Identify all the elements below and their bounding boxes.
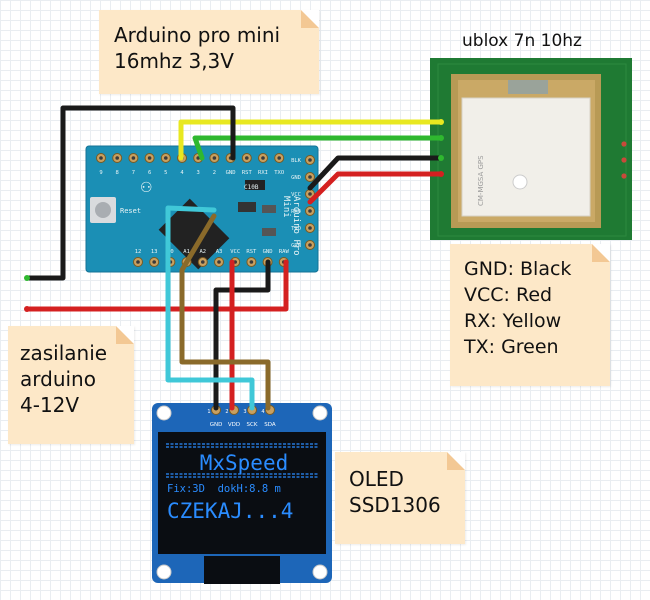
pin-label: RXI [258, 170, 268, 176]
wire-gps-vcc [307, 171, 444, 205]
pin-label: GND [263, 249, 273, 255]
pin-label: VCC [291, 192, 301, 198]
pin-label: RST [246, 249, 257, 255]
pin-hole [308, 226, 312, 230]
pin-label: GND [210, 422, 223, 428]
pin-hole [308, 192, 312, 196]
pin-label: VCC [230, 249, 240, 255]
note-line: 4-12V [20, 393, 80, 417]
pin-label: 9 [99, 170, 102, 176]
pin-label: VDD [228, 422, 240, 428]
gps-module[interactable]: CM-MGSA GPS [430, 58, 632, 240]
note-line: Arduino pro mini [114, 23, 281, 47]
wires [24, 105, 444, 411]
pin-hole [147, 156, 152, 160]
pin-hole [99, 156, 103, 160]
pin-label: RAW [279, 249, 290, 255]
note-line: 16mhz 3,3V [114, 49, 234, 73]
pin-number: 1 [207, 409, 210, 415]
pin-label: BLK [291, 158, 302, 164]
pin-label: 6 [148, 170, 151, 176]
pin-label: TXO [274, 170, 284, 176]
pin-number: 2 [225, 409, 228, 415]
wire-power-vcc [24, 259, 289, 312]
wire-oled-sda [165, 205, 255, 411]
wire-gps-rx [178, 119, 444, 161]
board-name-line1: Arduino Pro [291, 196, 301, 256]
pin-hole [164, 156, 168, 160]
pin-hole [115, 156, 119, 160]
wire-oled-sck [179, 213, 271, 411]
pin-label: A2 [199, 249, 206, 255]
note-oled: OLED SSD1306 [335, 452, 465, 544]
reset-label: Reset [120, 207, 141, 215]
pin-hole [212, 156, 217, 160]
note-line: arduino [20, 367, 96, 391]
gps-title: ublox 7n 10hz [462, 31, 582, 51]
note-line: SSD1306 [349, 493, 441, 517]
microcontroller-chip [158, 198, 230, 270]
note-power-supply: zasilanie arduino 4-12V [8, 326, 134, 444]
oled-screen-status: Fix:3D dokH:8.8 m [167, 483, 281, 495]
right-pin-header: BLK GND VCC RXI TXO GRN [291, 155, 315, 250]
pin-hole [136, 260, 140, 264]
note-line: RX: Yellow [464, 310, 562, 332]
pin-label: 8 [116, 170, 119, 176]
pin-label: 13 [151, 249, 158, 255]
board-name-line2: Mini [281, 196, 291, 218]
pin-label: SCK [247, 422, 258, 428]
pin-hole [308, 158, 312, 162]
note-line: VCC: Red [464, 284, 553, 306]
pin-hole [217, 260, 221, 264]
pin-label: 7 [132, 170, 135, 176]
note-gps-pinout: GND: Black VCC: Red RX: Yellow TX: Green [450, 244, 610, 386]
pin-hole [308, 175, 312, 179]
pin-label: RXI [291, 209, 301, 215]
note-line: TX: Green [464, 336, 559, 358]
pin-label: 5 [164, 170, 167, 176]
pin-label: 3 [197, 170, 200, 176]
pin-label: TXO [291, 226, 301, 232]
gps-antenna-label: CM-MGSA GPS [477, 155, 485, 206]
pin-hole [308, 243, 312, 247]
pin-hole [277, 156, 282, 160]
pin-label: GND [226, 170, 236, 176]
note-line: zasilanie [20, 341, 108, 365]
pin-label: SDA [264, 422, 276, 428]
pin-number: 4 [261, 409, 264, 415]
oled-screen-message: CZEKAJ...4 [167, 499, 293, 523]
pin-number: 3 [243, 409, 246, 415]
pin-hole [152, 260, 156, 264]
chip-label: C10B [244, 184, 259, 191]
note-line: GND: Black [464, 258, 572, 280]
pin-label: GND [291, 175, 301, 181]
pin-label: A3 [216, 249, 223, 255]
note-line: OLED [349, 467, 404, 491]
note-arduino-pro-mini: Arduino pro mini 16mhz 3,3V [99, 10, 319, 94]
pin-hole [249, 260, 254, 264]
wire-gps-gnd [307, 155, 444, 191]
pin-hole [201, 260, 205, 264]
pin-label: A1 [183, 249, 190, 255]
arduino-logo-icon: ⚇ [140, 180, 153, 196]
wire-power-gnd [24, 105, 236, 281]
wire-gps-tx [192, 135, 444, 161]
oled-screen-title: MxSpeed [200, 451, 289, 475]
pin-hole [131, 156, 136, 160]
pin-label: GRN [291, 243, 301, 249]
pin-label: RST [242, 170, 253, 176]
pin-label: 12 [135, 249, 142, 255]
pin-hole [245, 156, 249, 160]
pin-label: 4 [180, 170, 184, 176]
pin-label: 2 [213, 170, 216, 176]
wire-oled-gnd [213, 259, 271, 411]
pin-hole [261, 156, 265, 160]
pin-hole [308, 209, 312, 213]
